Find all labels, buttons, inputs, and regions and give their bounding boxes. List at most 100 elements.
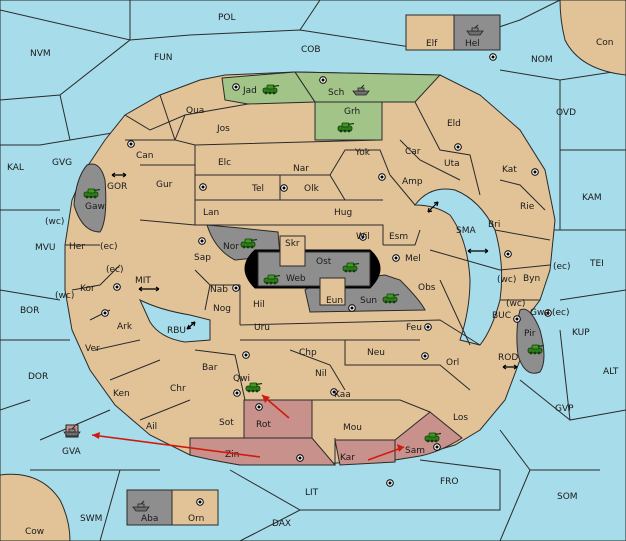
rbu-connection-icon (186, 321, 196, 330)
label-kar: Kar (340, 453, 355, 463)
sea-label-con: Con (596, 38, 614, 48)
cow-island (0, 473, 71, 541)
gor-connection-icon (111, 172, 127, 178)
coast-labels: (wc) (ec) (ec) (wc) (wc) (ec) (wc) (ec) (45, 217, 571, 318)
skr-region (279, 235, 306, 267)
sea-label-dor: DOR (28, 372, 48, 382)
label-can: Can (136, 151, 154, 161)
coast-her-ec: (ec) (100, 242, 118, 252)
label-gaw: Gaw (85, 202, 105, 212)
label-nor: Nor (223, 242, 239, 252)
label-car: Car (405, 147, 421, 157)
label-chp: Chp (299, 348, 317, 358)
label-qwi: Qwi (233, 374, 250, 384)
land-labels: Jad Sch Grh Qua Jos Eld Can Elc Nar Yok … (69, 39, 550, 524)
label-jos: Jos (216, 124, 230, 134)
sea-label-kup: KUP (572, 328, 590, 338)
gaw-region (73, 163, 107, 233)
label-ark: Ark (117, 322, 133, 332)
rbu-channel (138, 298, 211, 343)
con-island (559, 0, 626, 76)
label-eun: Eun (326, 296, 343, 306)
label-yok: Yok (354, 148, 371, 158)
sea-label-mit: MIT (135, 276, 151, 286)
order-arrows (91, 394, 405, 461)
sma-east-connection-icon (467, 248, 489, 254)
label-orn: Orn (188, 514, 204, 524)
label-grh: Grh (344, 107, 360, 117)
sch-region (294, 71, 442, 103)
kar-region (334, 439, 396, 466)
sea-label-sma: SMA (456, 226, 476, 236)
sea-label-rod: ROD (498, 353, 518, 363)
coast-gwa-ec: (ec) (552, 308, 570, 318)
coast-kor-wc: (wc) (55, 291, 74, 301)
sea-label-fro: FRO (440, 477, 459, 487)
label-tel: Tel (251, 184, 264, 194)
sea-label-cob: COB (301, 45, 321, 55)
sea-label-tei: TEI (589, 259, 604, 269)
label-zin: Zin (225, 450, 239, 460)
label-elc: Elc (218, 158, 231, 168)
label-sap: Sap (194, 253, 211, 263)
coast-byn-ec: (ec) (553, 262, 571, 272)
label-orl: Orl (446, 358, 459, 368)
label-amp: Amp (402, 177, 423, 187)
grh-region (314, 101, 383, 141)
sma-connection-icon (427, 201, 439, 213)
label-hel: Hel (465, 39, 480, 49)
label-obs: Obs (418, 283, 436, 293)
label-aba: Aba (141, 514, 158, 524)
sea-label-gvg: GVG (52, 158, 72, 168)
sea-label-bor: BOR (20, 306, 39, 316)
sea-label-gva: GVA (62, 447, 82, 457)
label-bri: Bri (488, 220, 500, 230)
label-olk: Olk (304, 184, 320, 194)
sma-channel (413, 188, 503, 346)
sea-label-nom: NOM (531, 55, 553, 65)
sea-label-gor: GOR (107, 182, 127, 192)
fleet-icon-gva (63, 424, 81, 438)
sea-labels: POL COB FUN NVM NOM Con OVD KAL GVG GOR … (7, 13, 619, 537)
label-rot: Rot (256, 420, 271, 430)
label-chr: Chr (170, 384, 186, 394)
sea-label-dax: DAX (272, 519, 291, 529)
label-mou: Mou (343, 423, 362, 433)
sea-connections (111, 172, 518, 370)
coast-gaw-wc: (wc) (45, 217, 64, 227)
label-nar: Nar (293, 164, 309, 174)
label-kor: Kor (80, 284, 95, 294)
sea-label-fun: FUN (154, 53, 173, 63)
sea-label-cow: Cow (25, 527, 44, 537)
label-pir: Pir (524, 329, 536, 339)
sea-label-mvu: MVU (35, 243, 56, 253)
label-rie: Rie (520, 202, 535, 212)
rod-connection-icon (502, 364, 518, 370)
label-eld: Eld (447, 119, 461, 129)
sea-label-nvm: NVM (30, 49, 51, 59)
label-ail: Ail (146, 422, 157, 432)
label-hug: Hug (334, 208, 352, 218)
sea-label-kam: KAM (582, 193, 602, 203)
label-sot: Sot (219, 418, 234, 428)
rot-region (243, 399, 313, 439)
label-nil: Nil (315, 369, 327, 379)
label-esm: Esm (389, 232, 408, 242)
sea-label-kal: KAL (7, 163, 24, 173)
label-wil: Wil (356, 232, 370, 242)
label-ost: Ost (316, 257, 332, 267)
label-bar: Bar (202, 363, 218, 373)
label-uta: Uta (444, 159, 460, 169)
eun-region (319, 277, 346, 306)
label-los: Los (453, 413, 468, 423)
sea-label-swm: SWM (80, 514, 102, 524)
label-elf: Elf (426, 39, 438, 49)
label-feu: Feu (406, 323, 422, 333)
label-ken: Ken (113, 389, 130, 399)
label-neu: Neu (367, 348, 385, 358)
label-nab: Nab (210, 285, 228, 295)
label-kat: Kat (502, 165, 517, 175)
label-gur: Gur (156, 180, 173, 190)
sea-label-rbu: RBU (167, 326, 186, 336)
label-skr: Skr (285, 239, 300, 249)
